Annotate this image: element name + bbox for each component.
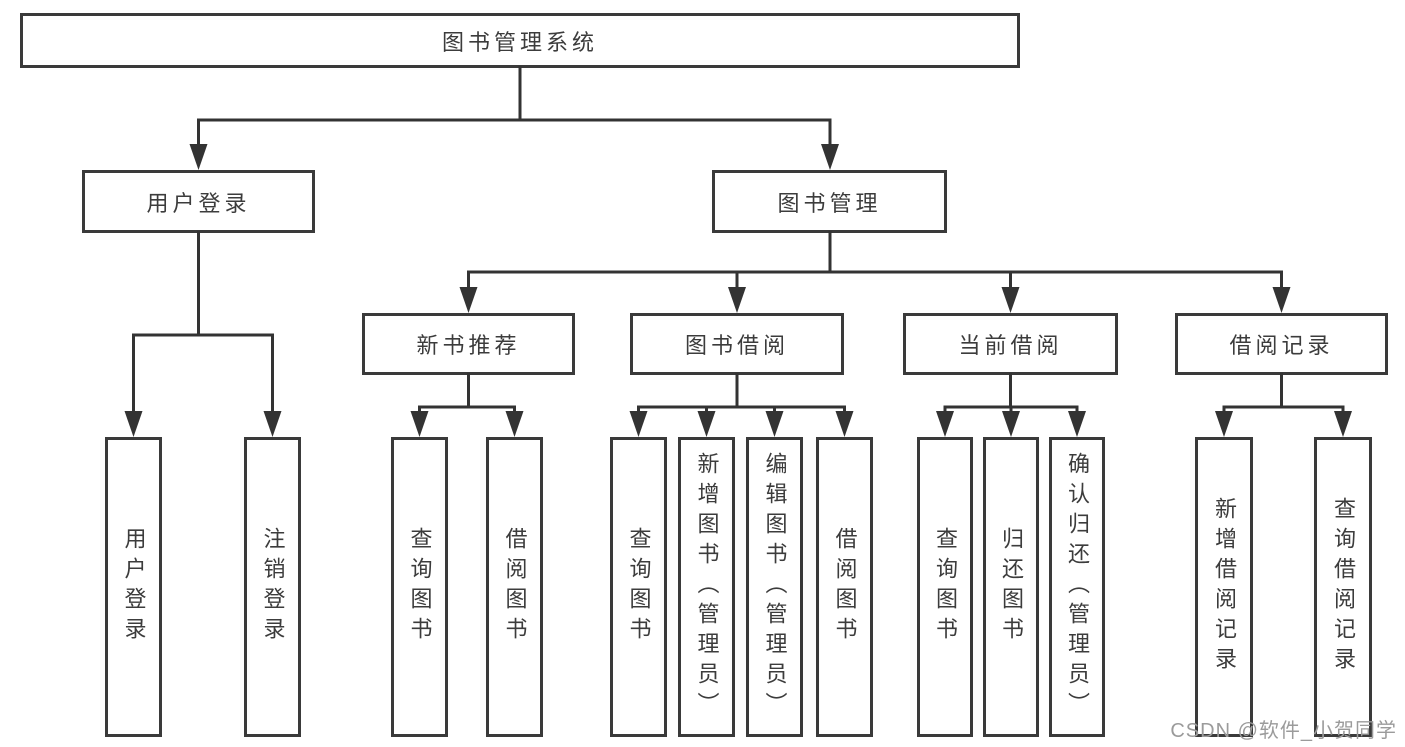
leaf-return-books: 归还图书 [983, 437, 1039, 737]
leaf-confirm-return-admin-label: 确认归还（管理员） [1065, 452, 1090, 722]
connector-user-login-to-leaves [132, 231, 274, 413]
node-new-book-recommend: 新书推荐 [362, 313, 575, 375]
arrowhead [697, 411, 716, 437]
leaf-logout: 注销登录 [244, 437, 301, 737]
arrowhead [410, 411, 429, 437]
arrowhead [263, 411, 282, 437]
node-user-login-label: 用户登录 [146, 190, 251, 216]
node-book-management: 图书管理 [712, 170, 947, 233]
leaf-return-books-label: 归还图书 [999, 527, 1024, 647]
node-current-borrow: 当前借阅 [903, 313, 1118, 375]
connector-borrow-records-to-leaves [1222, 373, 1345, 413]
node-book-borrow-label: 图书借阅 [684, 333, 789, 358]
arrowhead [1001, 287, 1020, 313]
node-new-book-recommend-label: 新书推荐 [416, 333, 521, 358]
watermark: CSDN @软件_小贺同学 [1170, 720, 1397, 742]
leaf-user-login-label: 用户登录 [121, 527, 147, 647]
leaf-edit-book-admin-label: 编辑图书（管理员） [762, 452, 788, 722]
leaf-borrow-books: 借阅图书 [816, 437, 873, 737]
arrowhead [189, 144, 208, 170]
leaf-borrow-books-recommend: 借阅图书 [486, 437, 543, 737]
node-book-borrow: 图书借阅 [630, 313, 844, 375]
leaf-add-book-admin-label: 新增图书（管理员） [694, 452, 720, 722]
leaf-add-borrow-record: 新增借阅记录 [1195, 437, 1253, 737]
arrowhead [1215, 411, 1233, 437]
arrowhead [936, 411, 954, 437]
leaf-query-books-borrow: 查询图书 [610, 437, 667, 737]
leaf-add-book-admin: 新增图书（管理员） [678, 437, 735, 737]
arrowhead [728, 287, 746, 313]
node-borrow-records-label: 借阅记录 [1229, 333, 1334, 358]
leaf-borrow-books-recommend-label: 借阅图书 [502, 527, 528, 647]
leaf-user-login: 用户登录 [105, 437, 162, 737]
arrowhead [505, 411, 524, 437]
leaf-query-books-recommend: 查询图书 [391, 437, 448, 737]
arrowhead [1272, 287, 1291, 313]
leaf-borrow-books-label: 借阅图书 [832, 527, 858, 647]
node-book-management-label: 图书管理 [777, 190, 882, 216]
leaf-add-borrow-record-label: 新增借阅记录 [1212, 497, 1237, 677]
arrowhead [1334, 411, 1352, 437]
leaf-edit-book-admin: 编辑图书（管理员） [746, 437, 803, 737]
leaf-query-books-current-label: 查询图书 [933, 527, 958, 647]
arrowhead [821, 144, 839, 170]
leaf-query-books-current: 查询图书 [917, 437, 973, 737]
leaf-confirm-return-admin: 确认归还（管理员） [1049, 437, 1105, 737]
connector-root-to-level2 [197, 66, 832, 146]
node-root: 图书管理系统 [20, 13, 1020, 68]
connector-book-borrow-to-leaves [637, 373, 846, 413]
node-current-borrow-label: 当前借阅 [958, 333, 1063, 358]
arrowhead [1002, 411, 1020, 437]
leaf-query-books-borrow-label: 查询图书 [626, 527, 652, 647]
arrowhead [459, 287, 478, 313]
leaf-query-borrow-record-label: 查询借阅记录 [1331, 497, 1356, 677]
node-user-login: 用户登录 [82, 170, 315, 233]
leaf-query-books-recommend-label: 查询图书 [407, 527, 433, 647]
connector-book-management-to-level3 [467, 231, 1283, 289]
node-root-label: 图书管理系统 [441, 29, 598, 55]
arrowhead [124, 411, 143, 437]
arrowhead [835, 411, 854, 437]
arrowhead [1068, 411, 1086, 437]
node-borrow-records: 借阅记录 [1175, 313, 1388, 375]
connector-new-book-recommend-to-leaves [418, 373, 516, 413]
leaf-logout-label: 注销登录 [260, 527, 286, 647]
arrowhead [765, 411, 784, 437]
connector-current-borrow-to-leaves [943, 373, 1079, 413]
leaf-query-borrow-record: 查询借阅记录 [1314, 437, 1372, 737]
arrowhead [629, 411, 648, 437]
